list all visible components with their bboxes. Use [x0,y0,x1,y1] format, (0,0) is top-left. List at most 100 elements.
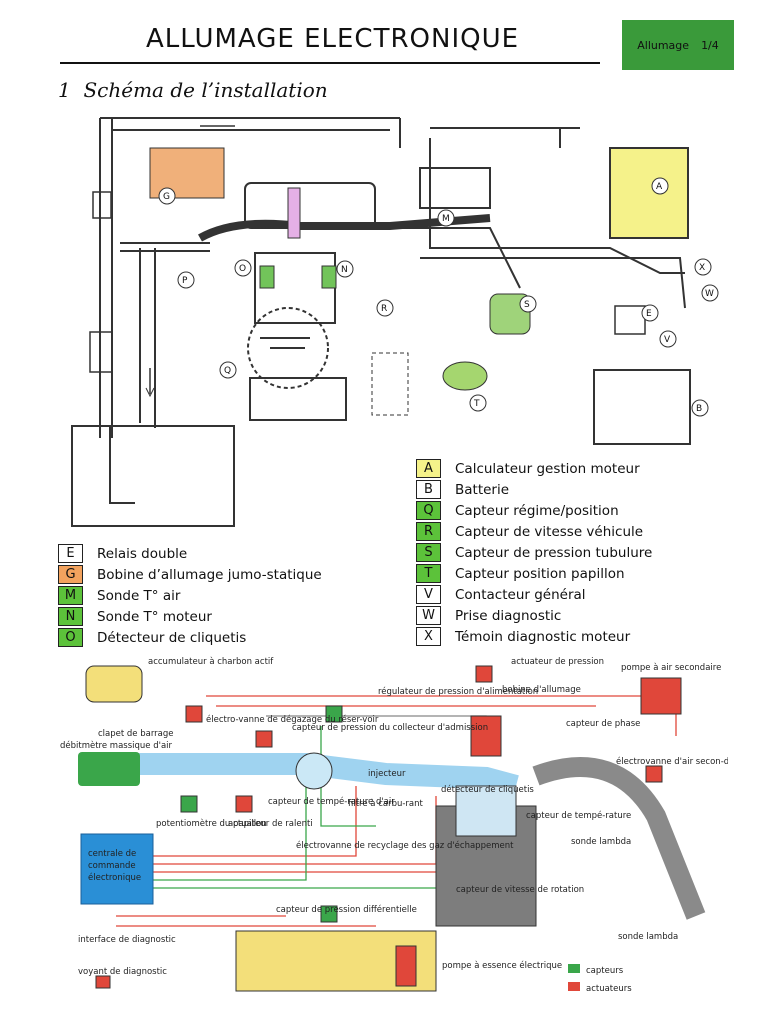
svg-text:électronique: électronique [88,872,141,883]
svg-text:O: O [239,264,246,274]
legend-item-m: M Sonde T° air [58,585,180,606]
svg-text:commande: commande [88,861,136,871]
label-airflow-meter: débitmètre massique d'air [60,740,173,751]
charcoal-canister [85,665,143,703]
legend-label: Batterie [455,481,510,498]
engine-temp-N [321,265,337,289]
svg-text:B: B [696,404,702,414]
svg-text:M: M [442,214,450,224]
label-accumulator: accumulateur à charbon actif [148,657,274,667]
label-purge-valve: électro-vanne de dégazage du réser-voir [206,714,379,725]
svg-text:X: X [699,263,705,273]
airflow-meter [78,752,140,786]
legend-code: X [416,627,441,646]
label-injector: injecteur [368,769,406,779]
page-tag: Allumage 1/4 [622,20,734,70]
label-egr-valve: électrovanne de recyclage des gaz d'écha… [296,840,514,851]
svg-text:S: S [524,300,530,310]
page-tag-label: Allumage [637,38,690,52]
label-diagnostic-interface: interface de diagnostic [78,935,176,945]
label-lambda-1: sonde lambda [571,837,631,847]
label-idle-actuator: actuateur de ralenti [228,819,313,829]
legend-code: Q [416,501,441,520]
ecu-A [609,147,689,239]
label-knock-sensor: détecteur de cliquetis [441,784,534,795]
air-temp-M [259,265,275,289]
legend-code: S [416,543,441,562]
legend-code: B [416,480,441,499]
label-pressure-actuator: actuateur de pression [511,657,604,667]
label-air-pump: pompe à air secondaire [621,663,721,673]
label-check-valve: clapet de barrage [98,729,174,739]
legend-code: A [416,459,441,478]
legend-label: Capteur position papillon [455,565,625,582]
label-diagnostic-lamp: voyant de diagnostic [78,967,167,977]
legend-label: Capteur régime/position [455,502,619,519]
section-title: Schéma de l’installation [83,78,328,102]
ecu-central [80,833,154,905]
label-manifold-sensor: capteur de pression du collecteur d'admi… [292,723,488,733]
legend-item-s: S Capteur de pression tubulure [416,542,652,563]
svg-text:T: T [473,399,480,409]
label-air-temp-sensor: capteur de tempé-rature d'air [268,796,395,807]
svg-text:P: P [182,276,188,286]
engine-management-diagram: centrale de commande électronique accumu… [56,656,728,1004]
legend-code: T [416,564,441,583]
label-fuel-pump: pompe à essence électrique [442,960,562,971]
svg-text:V: V [664,335,671,345]
legend-item-r: R Capteur de vitesse véhicule [416,521,643,542]
label-fuel-filter: filtre à carbu-rant [348,799,424,809]
legend-label: Calculateur gestion moteur [455,460,640,477]
diagnostic-lamp [95,975,111,989]
page-title: ALLUMAGE ELECTRONIQUE [146,24,520,54]
legend-item-o: O Détecteur de cliquetis [58,627,246,648]
svg-text:G: G [163,192,170,202]
legend-label: Prise diagnostic [455,607,562,624]
legend-item-q: Q Capteur régime/position [416,500,619,521]
label-secondary-air-valve: électrovanne d'air secon-daire [616,756,728,767]
svg-text:Q: Q [224,366,231,376]
svg-text:N: N [341,265,348,275]
legend-item-t: T Capteur position papillon [416,563,625,584]
ignition-coil [470,715,502,757]
label-lambda-2: sonde lambda [618,932,678,942]
label-phase-sensor: capteur de phase [566,719,640,729]
section-number: 1 [58,78,71,102]
battery-B [593,369,691,445]
legend-label: Capteur de vitesse véhicule [455,523,644,540]
installation-diagram: A B E G M N O P Q R S T V W X [71,117,719,527]
legend-item-a: A Calculateur gestion moteur [416,458,640,479]
legend-code: N [58,607,83,626]
flywheel [247,307,329,389]
legend-code: E [58,544,83,563]
svg-text:centrale de: centrale de [88,849,136,859]
label-pressure-regulator: régulateur de pression d'alimentation [378,686,538,697]
legend-label: Témoin diagnostic moteur [455,628,631,645]
label-throttle-pot: potentiomètre du papillon [156,818,267,829]
legend-code: W [416,606,441,625]
svg-text:W: W [705,289,714,299]
legend-label: Capteur de pression tubulure [455,544,653,561]
label-ignition-coil: bobine d'allumage [502,685,581,695]
page-tag-number: 1/4 [701,38,719,52]
legend-item-w: W Prise diagnostic [416,605,561,626]
legend-item-b: B Batterie [416,479,509,500]
legend-item-n: N Sonde T° moteur [58,606,212,627]
page-title-bar: ALLUMAGE ELECTRONIQUE [60,18,600,64]
exhaust-pipe [532,757,706,920]
legend-item-v: V Contacteur général [416,584,586,605]
legend-item-e: E Relais double [58,543,187,564]
coil-G [149,147,225,199]
spark-plug [287,187,301,239]
label-temperature-sensor: capteur de tempé-rature [526,810,631,821]
label-legend-actuators: actuateurs [586,984,632,994]
legend-item-g: G Bobine d’allumage jumo-statique [58,564,322,585]
air-pump [640,677,682,715]
legend-label: Détecteur de cliquetis [97,629,247,646]
legend-label: Sonde T° air [97,587,181,604]
svg-text:A: A [656,182,663,192]
legend-label: Bobine d’allumage jumo-statique [97,566,322,583]
legend-code: R [416,522,441,541]
legend-label: Contacteur général [455,586,586,603]
section-heading: 1 Schéma de l’installation [58,78,328,102]
